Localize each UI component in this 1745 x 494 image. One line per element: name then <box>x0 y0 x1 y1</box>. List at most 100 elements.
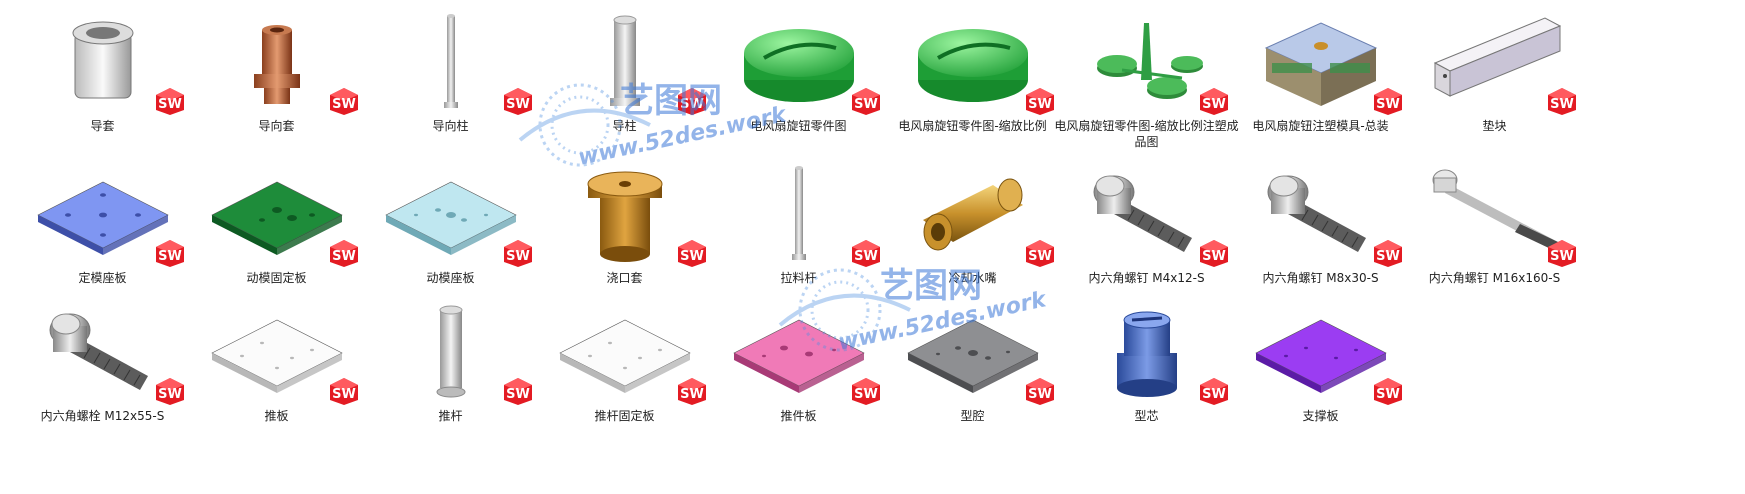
file-item[interactable]: SW 内六角螺钉 M8x30-S <box>1224 160 1417 310</box>
spacer-block-icon <box>1433 17 1561 97</box>
file-item[interactable]: SW 导套 <box>6 8 199 158</box>
file-item[interactable]: SW 电风扇旋钮注塑模具-总装 <box>1224 8 1417 158</box>
socket-screw-icon <box>1267 175 1366 252</box>
file-name-label[interactable]: 型腔 <box>960 409 985 423</box>
file-item[interactable]: SW 冷却水嘴 <box>876 160 1069 310</box>
part-thumbnail[interactable]: SW <box>898 160 1054 268</box>
file-name-label[interactable]: 导向柱 <box>432 119 469 133</box>
file-item[interactable]: SW 拉料杆 <box>702 160 895 310</box>
file-item[interactable]: SW 电风扇旋钮零件图-缩放比例注塑成品图 <box>1050 8 1243 158</box>
file-name-label[interactable]: 内六角螺钉 M8x30-S <box>1262 271 1379 285</box>
file-item[interactable]: SW 电风扇旋钮零件图 <box>702 8 895 158</box>
file-name-label[interactable]: 浇口套 <box>606 271 643 285</box>
svg-text:SW: SW <box>854 387 878 402</box>
knob-runner-icon <box>1096 23 1203 99</box>
part-thumbnail[interactable]: SW <box>1072 298 1228 406</box>
mold-assembly-icon <box>1264 22 1377 106</box>
file-name-label[interactable]: 冷却水嘴 <box>948 271 997 285</box>
file-item[interactable]: SW 浇口套 <box>528 160 721 310</box>
file-name-label[interactable]: 支撑板 <box>1302 409 1339 423</box>
file-name-label[interactable]: 推板 <box>264 409 289 423</box>
part-thumbnail[interactable]: SW <box>202 160 358 268</box>
file-name-label[interactable]: 导套 <box>90 119 115 133</box>
file-name-label[interactable]: 内六角螺栓 M12x55-S <box>40 409 165 423</box>
plate-white-icon <box>558 319 691 393</box>
file-item[interactable]: SW 内六角螺栓 M12x55-S <box>6 298 199 448</box>
part-thumbnail[interactable]: SW <box>28 8 184 116</box>
file-item[interactable]: SW 型芯 <box>1050 298 1243 448</box>
part-thumbnail[interactable]: SW <box>1246 160 1402 268</box>
file-item[interactable]: SW 垫块 <box>1398 8 1591 158</box>
part-thumbnail[interactable]: SW <box>724 298 880 406</box>
file-item[interactable]: SW 内六角螺钉 M16x160-S <box>1398 160 1591 310</box>
file-name-label[interactable]: 定模座板 <box>78 271 127 285</box>
file-name-label[interactable]: 型芯 <box>1134 409 1159 423</box>
file-item[interactable]: SW 型腔 <box>876 298 1069 448</box>
solidworks-icon: SW <box>677 378 706 405</box>
file-name-label[interactable]: 垫块 <box>1482 119 1507 133</box>
solidworks-badge: SW <box>1546 238 1578 268</box>
file-name-label[interactable]: 电风扇旋钮注塑模具-总装 <box>1252 119 1389 133</box>
part-thumbnail[interactable]: SW <box>724 8 880 116</box>
file-item[interactable]: SW 推板 <box>180 298 373 448</box>
solidworks-badge: SW <box>328 86 360 116</box>
part-thumbnail[interactable]: SW <box>202 8 358 116</box>
part-thumbnail[interactable]: SW <box>28 160 184 268</box>
solidworks-icon: SW <box>851 378 880 405</box>
part-thumbnail[interactable]: SW <box>1072 8 1228 116</box>
file-name-label[interactable]: 动模座板 <box>426 271 475 285</box>
file-item[interactable]: SW 动模固定板 <box>180 160 373 310</box>
part-thumbnail[interactable]: SW <box>28 298 184 406</box>
file-name-label[interactable]: 电风扇旋钮零件图-缩放比例 <box>898 119 1047 133</box>
file-item[interactable]: SW 动模座板 <box>354 160 547 310</box>
file-item[interactable]: SW 支撑板 <box>1224 298 1417 448</box>
file-item[interactable]: SW 推件板 <box>702 298 895 448</box>
svg-text:SW: SW <box>332 387 356 402</box>
part-thumbnail[interactable]: SW <box>1420 160 1576 268</box>
solidworks-badge: SW <box>676 86 708 116</box>
solidworks-icon: SW <box>851 88 880 115</box>
part-thumbnail[interactable]: SW <box>376 298 532 406</box>
file-name-label[interactable]: 拉料杆 <box>780 271 817 285</box>
part-thumbnail[interactable]: SW <box>1420 8 1576 116</box>
file-name-label[interactable]: 推件板 <box>780 409 817 423</box>
file-item[interactable]: SW 导柱 <box>528 8 721 158</box>
svg-text:SW: SW <box>1550 97 1574 112</box>
file-item[interactable]: SW 导向柱 <box>354 8 547 158</box>
part-thumbnail[interactable]: SW <box>550 298 706 406</box>
part-thumbnail[interactable]: SW <box>1246 8 1402 116</box>
part-thumbnail[interactable]: SW <box>1246 298 1402 406</box>
file-item[interactable]: SW 推杆固定板 <box>528 298 721 448</box>
part-thumbnail[interactable]: SW <box>1072 160 1228 268</box>
plate-blue-icon <box>36 181 169 255</box>
solidworks-icon: SW <box>1025 240 1054 267</box>
part-thumbnail[interactable]: SW <box>202 298 358 406</box>
file-name-label[interactable]: 导向套 <box>258 119 295 133</box>
file-name-label[interactable]: 推杆固定板 <box>594 409 655 423</box>
sprue-bushing-icon <box>587 171 662 262</box>
file-name-label[interactable]: 电风扇旋钮零件图-缩放比例注塑成品图 <box>1054 119 1239 149</box>
file-name-label[interactable]: 动模固定板 <box>246 271 307 285</box>
file-item[interactable]: SW 导向套 <box>180 8 373 158</box>
solidworks-icon: SW <box>1199 240 1228 267</box>
part-thumbnail[interactable]: SW <box>898 298 1054 406</box>
plate-gray-icon <box>906 319 1039 393</box>
part-thumbnail[interactable]: SW <box>898 8 1054 116</box>
part-thumbnail[interactable]: SW <box>376 160 532 268</box>
file-name-label[interactable]: 推杆 <box>438 409 463 423</box>
file-name-label[interactable]: 导柱 <box>612 119 637 133</box>
part-thumbnail[interactable]: SW <box>550 8 706 116</box>
part-thumbnail[interactable]: SW <box>550 160 706 268</box>
file-name-label[interactable]: 内六角螺钉 M16x160-S <box>1428 271 1561 285</box>
file-item[interactable]: SW 推杆 <box>354 298 547 448</box>
file-name-label[interactable]: 内六角螺钉 M4x12-S <box>1088 271 1205 285</box>
file-item[interactable]: SW 内六角螺钉 M4x12-S <box>1050 160 1243 310</box>
brass-nozzle-icon <box>922 178 1023 251</box>
file-name-label[interactable]: 电风扇旋钮零件图 <box>750 119 847 133</box>
file-item[interactable]: SW 定模座板 <box>6 160 199 310</box>
solidworks-icon: SW <box>1547 240 1576 267</box>
file-item[interactable]: SW 电风扇旋钮零件图-缩放比例 <box>876 8 1069 158</box>
svg-text:SW: SW <box>1376 249 1400 264</box>
part-thumbnail[interactable]: SW <box>376 8 532 116</box>
part-thumbnail[interactable]: SW <box>724 160 880 268</box>
